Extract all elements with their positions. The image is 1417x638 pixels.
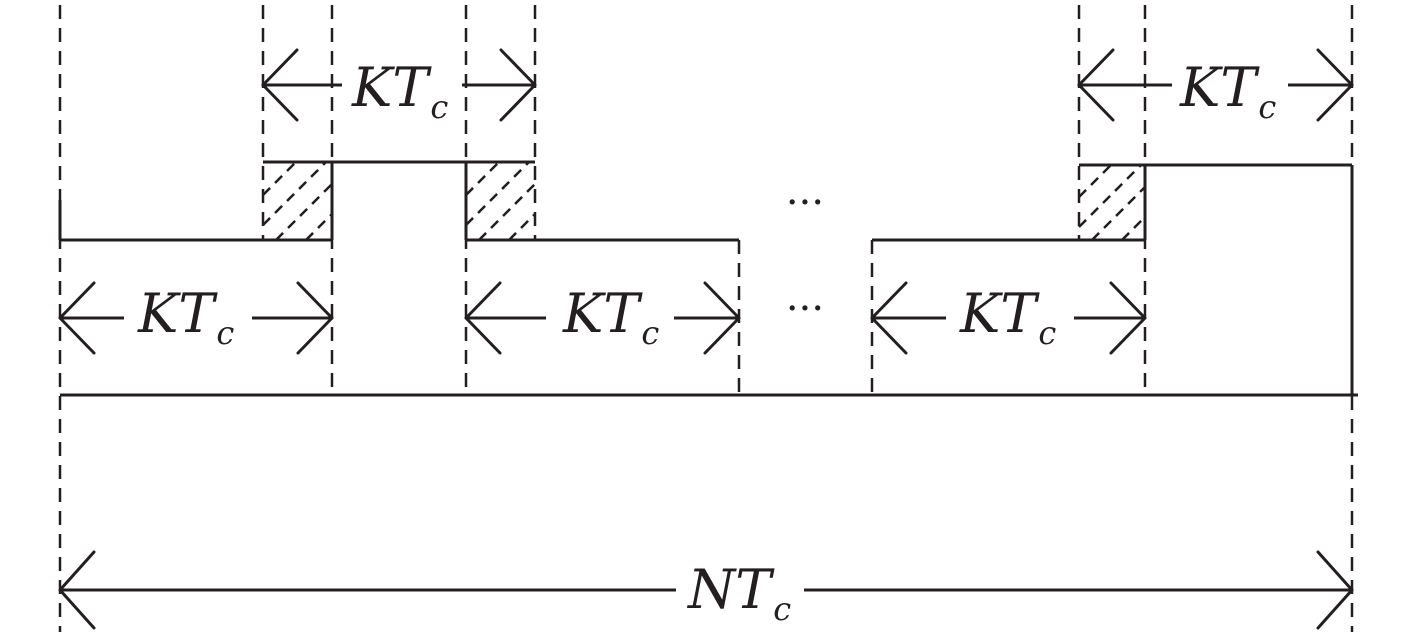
overlap-hatch-1: [262, 161, 333, 241]
label-top-1: KTc: [351, 56, 448, 126]
label-masks: [124, 55, 1288, 622]
label-top-2: KTc: [1179, 56, 1276, 126]
ellipsis-lower: ···: [786, 286, 824, 332]
overlap-hatch-3: [1078, 164, 1146, 241]
label-total: NTc: [686, 558, 791, 628]
label-mid-3: KTc: [959, 282, 1056, 352]
label-mid-2: KTc: [562, 282, 659, 352]
signal-lines: [58, 160, 1358, 397]
overlap-hatch-2: [465, 161, 536, 241]
ellipsis-upper: ···: [786, 180, 824, 226]
label-mid-1: KTc: [137, 282, 234, 352]
